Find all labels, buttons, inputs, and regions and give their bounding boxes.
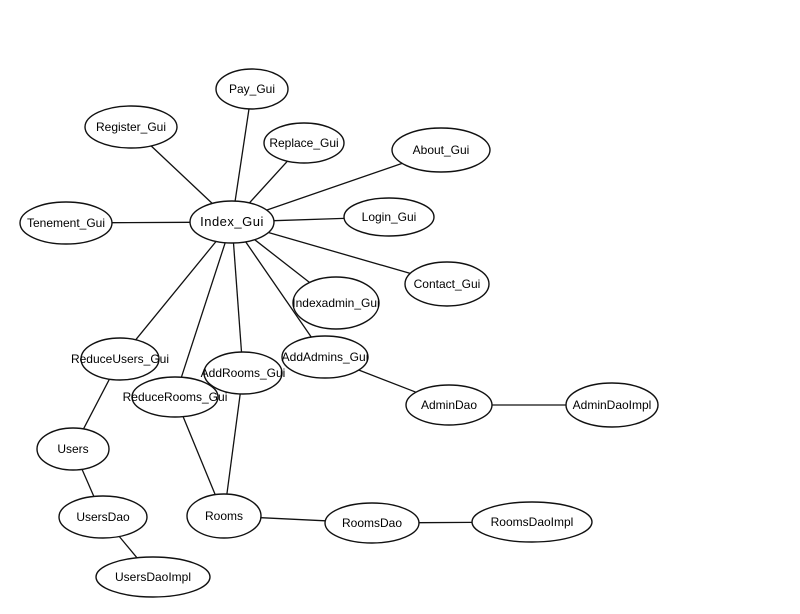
node-indexadmin: Indexadmin_Gui (292, 276, 380, 330)
node-ellipse-usersdaoimpl (95, 556, 211, 598)
node-pay: Pay_Gui (215, 68, 289, 110)
node-label-roomsdao: RoomsDao (342, 516, 402, 530)
node-reduceusers: ReduceUsers_Gui (71, 337, 169, 381)
node-label-pay: Pay_Gui (229, 82, 275, 96)
node-index: Index_Gui (189, 200, 275, 244)
node-ellipse-pay (215, 68, 289, 110)
node-ellipse-addrooms (203, 351, 283, 395)
node-ellipse-admindaoimpl (565, 382, 659, 428)
node-ellipse-reduceusers (80, 337, 160, 381)
node-reducerooms: ReduceRooms_Gui (123, 376, 228, 418)
node-tenement: Tenement_Gui (19, 201, 113, 245)
node-ellipse-about (391, 127, 491, 173)
node-label-users: Users (57, 442, 88, 456)
edge-index-addadmins (245, 241, 312, 338)
edge-index-contact (268, 231, 411, 275)
node-ellipse-roomsdaoimpl (471, 501, 593, 543)
node-roomsdaoimpl: RoomsDaoImpl (471, 501, 593, 543)
node-usersdao: UsersDao (58, 495, 148, 539)
node-label-indexadmin: Indexadmin_Gui (292, 296, 379, 310)
node-label-admindaoimpl: AdminDaoImpl (573, 398, 652, 412)
edge-layer (81, 108, 566, 559)
node-ellipse-reducerooms (131, 376, 219, 418)
node-ellipse-replace (263, 122, 345, 164)
node-ellipse-admindao (405, 384, 493, 426)
node-users: Users (36, 427, 110, 471)
node-label-reducerooms: ReduceRooms_Gui (123, 390, 228, 404)
edge-reducerooms-rooms (182, 416, 216, 495)
node-addadmins: AddAdmins_Gui (281, 335, 369, 379)
node-replace: Replace_Gui (263, 122, 345, 164)
node-ellipse-addadmins (281, 335, 369, 379)
node-roomsdao: RoomsDao (324, 502, 420, 544)
node-label-reduceusers: ReduceUsers_Gui (71, 352, 169, 366)
edge-reduceusers-users (82, 378, 110, 430)
node-admindao: AdminDao (405, 384, 493, 426)
node-ellipse-roomsdao (324, 502, 420, 544)
edge-index-reduceusers (135, 240, 217, 341)
node-ellipse-index (189, 200, 275, 244)
node-admindaoimpl: AdminDaoImpl (565, 382, 659, 428)
node-label-roomsdaoimpl: RoomsDaoImpl (491, 515, 574, 529)
node-label-contact: Contact_Gui (414, 277, 481, 291)
node-ellipse-rooms (186, 493, 262, 539)
node-label-about: About_Gui (413, 143, 470, 157)
edge-index-replace (248, 160, 288, 204)
edge-addrooms-rooms (226, 393, 241, 495)
node-ellipse-register (84, 105, 178, 149)
node-addrooms: AddRooms_Gui (201, 351, 286, 395)
node-contact: Contact_Gui (404, 261, 490, 307)
node-label-login: Login_Gui (362, 210, 417, 224)
edge-index-addrooms (232, 242, 243, 353)
node-label-usersdaoimpl: UsersDaoImpl (115, 570, 191, 584)
edge-index-reducerooms (180, 242, 226, 378)
node-rooms: Rooms (186, 493, 262, 539)
node-ellipse-login (343, 197, 435, 237)
edge-users-usersdao (81, 469, 95, 497)
node-label-replace: Replace_Gui (269, 136, 338, 150)
node-ellipse-usersdao (58, 495, 148, 539)
node-label-register: Register_Gui (96, 120, 166, 134)
edge-usersdao-usersdaoimpl (118, 536, 138, 559)
node-register: Register_Gui (84, 105, 178, 149)
node-label-usersdao: UsersDao (76, 510, 130, 524)
node-label-rooms: Rooms (205, 509, 243, 523)
node-label-addadmins: AddAdmins_Gui (282, 350, 369, 364)
node-ellipse-indexadmin (292, 276, 380, 330)
edge-index-register (150, 145, 213, 204)
node-label-addrooms: AddRooms_Gui (201, 366, 286, 380)
edge-index-login (273, 217, 345, 222)
node-usersdaoimpl: UsersDaoImpl (95, 556, 211, 598)
node-label-index: Index_Gui (200, 214, 264, 229)
node-label-tenement: Tenement_Gui (27, 216, 105, 230)
node-ellipse-users (36, 427, 110, 471)
edge-rooms-roomsdao (260, 517, 326, 522)
node-ellipse-contact (404, 261, 490, 307)
node-login: Login_Gui (343, 197, 435, 237)
edge-index-indexadmin (254, 239, 310, 284)
node-ellipse-tenement (19, 201, 113, 245)
edge-index-about (266, 162, 403, 211)
edge-addadmins-admindao (358, 369, 417, 393)
node-label-admindao: AdminDao (421, 398, 477, 412)
edge-index-pay (234, 108, 250, 202)
node-about: About_Gui (391, 127, 491, 173)
